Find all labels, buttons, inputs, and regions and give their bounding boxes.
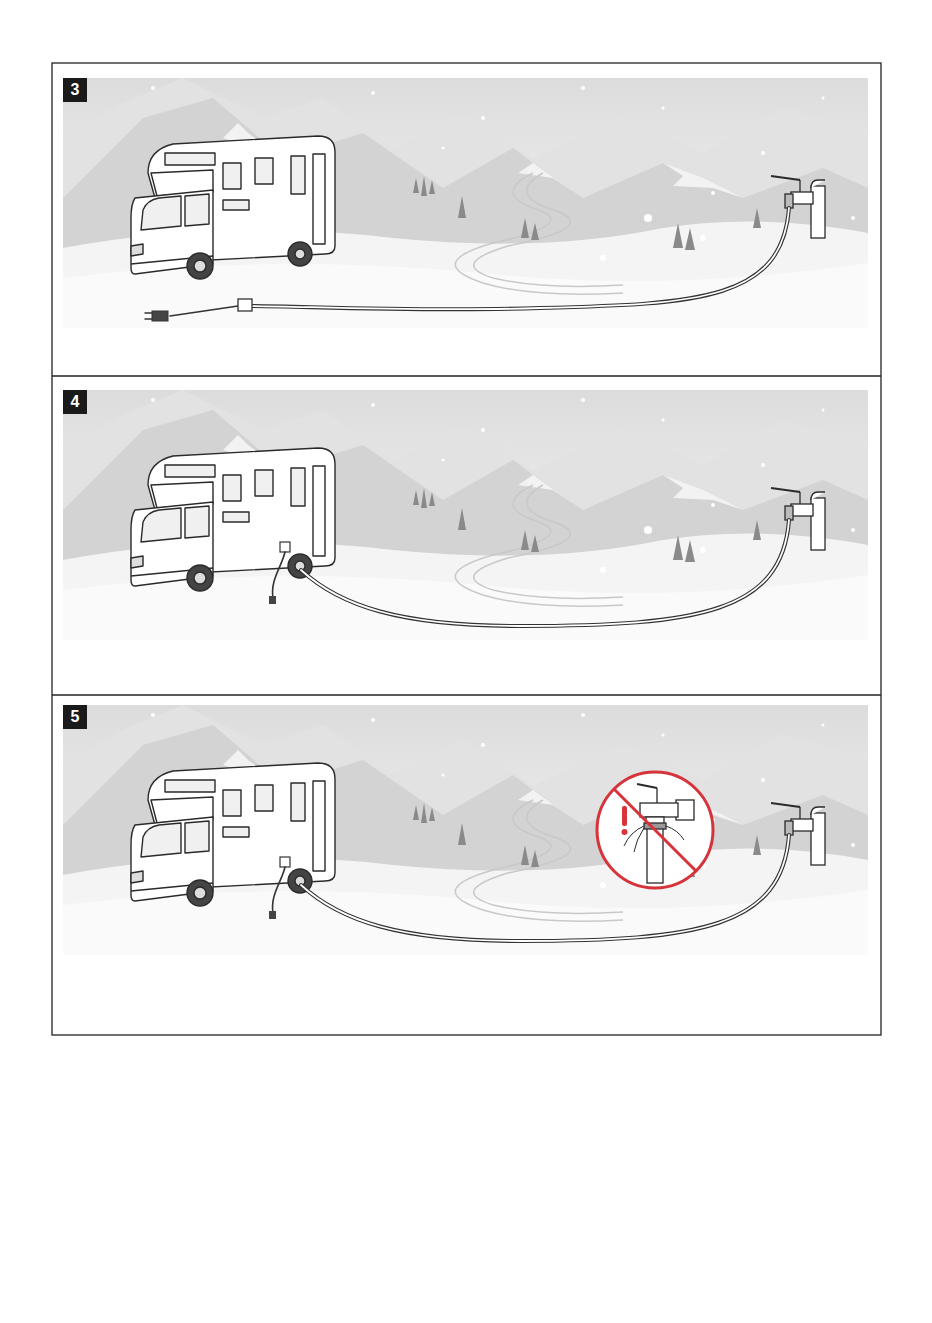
step-badge: 3 [63,78,87,102]
step-number: 4 [71,394,80,410]
step-number: 5 [71,709,80,725]
step-badge: 5 [63,705,87,729]
step-badge: 4 [63,390,87,414]
step-number: 3 [71,82,80,98]
winter-scene [63,78,868,328]
winter-scene [63,390,868,640]
heated-hose [145,208,789,321]
panel-frame [52,63,881,1035]
warning-sign [597,772,713,888]
heated-hose [269,520,789,626]
heated-hose [269,835,789,941]
winter-scene [63,705,868,955]
